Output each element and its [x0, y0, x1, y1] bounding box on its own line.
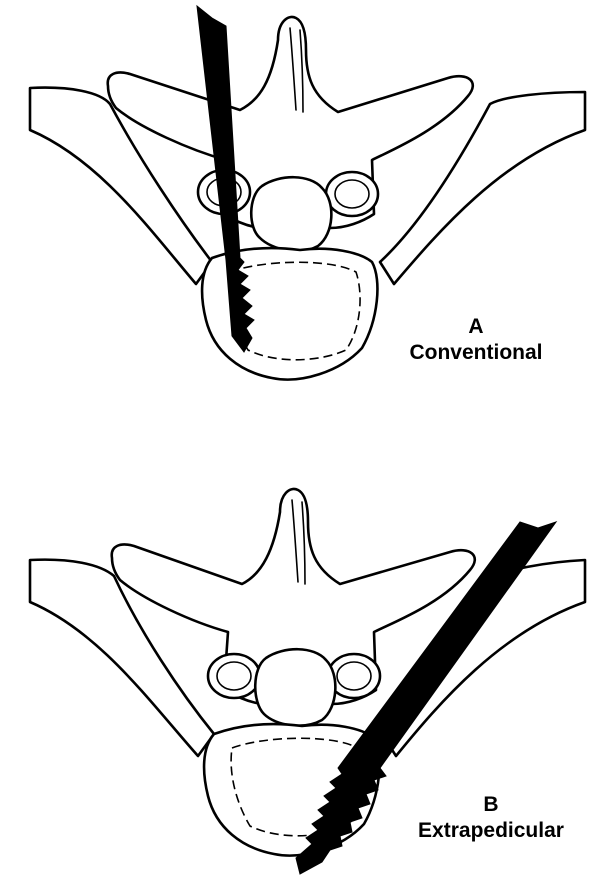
panel-conventional: A Conventional — [0, 0, 612, 420]
spinal-canal — [255, 649, 335, 725]
caption-letter-b: B — [400, 792, 582, 818]
caption-letter-a: A — [398, 314, 554, 340]
caption-extrapedicular: B Extrapedicular — [400, 792, 582, 844]
spinal-canal — [251, 177, 331, 251]
panel-extrapedicular: B Extrapedicular — [0, 462, 612, 882]
caption-conventional: A Conventional — [398, 314, 554, 366]
right-pedicle — [326, 172, 378, 216]
caption-label-a: Conventional — [398, 340, 554, 366]
left-pedicle — [208, 654, 260, 698]
caption-label-b: Extrapedicular — [400, 818, 582, 844]
